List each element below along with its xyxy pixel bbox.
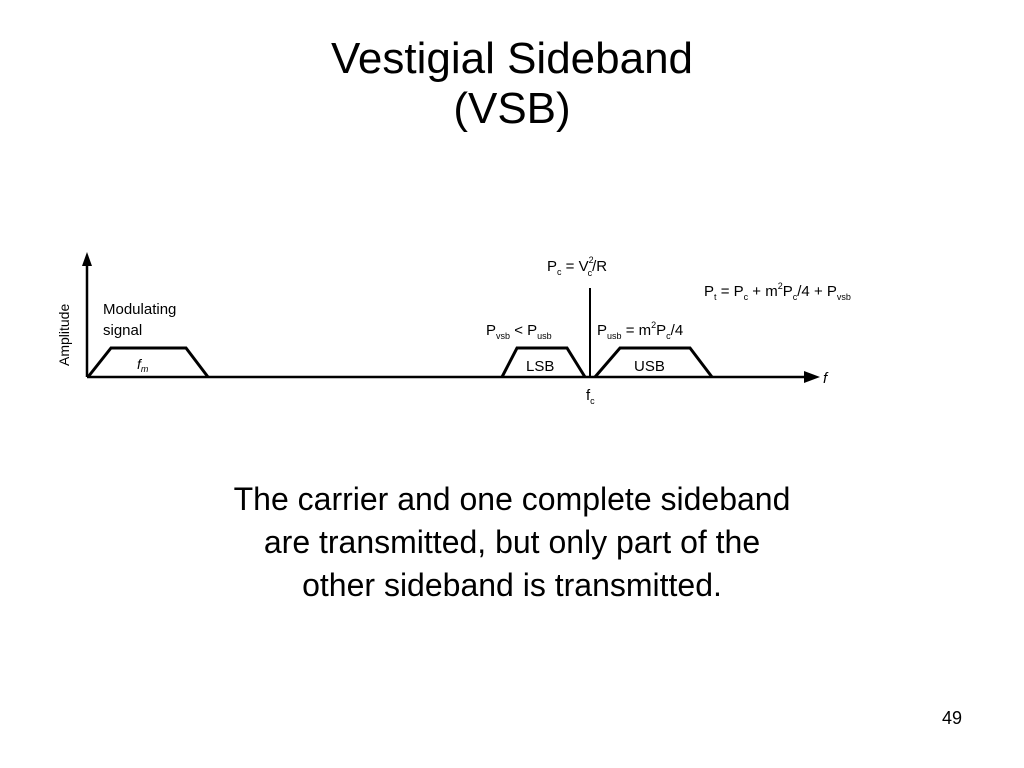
axis-x-label: f <box>823 370 829 387</box>
axis-y-label: Amplitude <box>56 304 72 366</box>
caption: The carrier and one complete sideband ar… <box>112 478 912 607</box>
y-axis-arrowhead <box>82 252 92 266</box>
usb-band-label: USB <box>634 358 665 375</box>
total-power-label: Pt = Pc + m2Pc/4 + Pvsb <box>704 281 851 302</box>
modulating-signal-label-line-2: signal <box>103 322 142 339</box>
x-axis-arrowhead <box>804 371 820 383</box>
slide-title: Vestigial Sideband (VSB) <box>0 34 1024 134</box>
caption-line-3: other sideband is transmitted. <box>302 567 722 603</box>
modulating-signal-band <box>86 346 210 378</box>
modulating-signal-label-line-1: Modulating <box>103 301 176 318</box>
lsb-band-label: LSB <box>526 358 554 375</box>
lsb-power-label: Pvsb < Pusb <box>486 322 552 341</box>
usb-power-label: Pusb = m2Pc/4 <box>597 320 683 341</box>
carrier-freq-label: fc <box>586 387 595 406</box>
usb-band <box>593 346 714 378</box>
lsb-vestigial-band <box>500 346 587 378</box>
title-line-1: Vestigial Sideband <box>330 34 694 83</box>
modulating-band-label: fm <box>137 356 149 374</box>
vsb-spectrum-diagram: Amplitude f Modulating signal fm Pc = V2… <box>56 252 851 406</box>
caption-line-1: The carrier and one complete sideband <box>233 481 791 517</box>
title-line-2: (VSB) <box>453 84 571 133</box>
page-number: 49 <box>941 708 962 728</box>
caption-line-2: are transmitted, but only part of the <box>263 524 761 560</box>
